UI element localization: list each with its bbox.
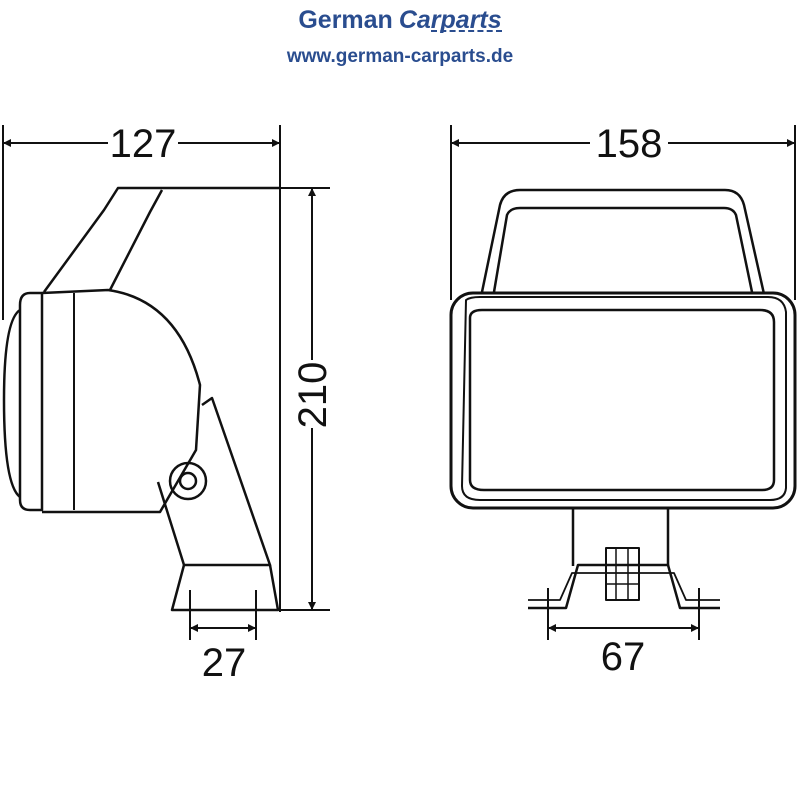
- dim-mount-width: 67: [547, 588, 700, 679]
- front-mount-bracket: [528, 563, 720, 610]
- dim-bracket-width-label: 27: [202, 641, 247, 685]
- pivot-bolt-inner: [178, 471, 198, 491]
- side-view: [2, 186, 280, 612]
- front-bolt-detail: [606, 548, 639, 600]
- dim-mount-width-label: 67: [601, 635, 646, 679]
- side-handle: [42, 186, 280, 293]
- side-bracket: [156, 396, 272, 567]
- dim-side-width: 127: [2, 122, 281, 612]
- brand-name-german: German: [298, 6, 393, 34]
- side-lens-rim: [18, 291, 44, 512]
- dim-side-height-label: 210: [291, 362, 335, 429]
- dim-side-width-label: 127: [110, 122, 177, 166]
- front-handle-outer: [480, 188, 766, 295]
- pivot-bolt-outer: [168, 461, 208, 501]
- side-housing-body: [41, 288, 202, 514]
- side-foot: [170, 564, 280, 612]
- front-handle-inner: [492, 206, 754, 293]
- dim-front-width: 158: [450, 122, 796, 300]
- front-bolt-nut: [605, 547, 640, 601]
- dim-side-height: 210: [280, 187, 335, 611]
- side-lens-front: [2, 308, 21, 498]
- front-mount-stem: [571, 508, 670, 566]
- front-view: [449, 188, 797, 610]
- dim-front-width-label: 158: [596, 122, 663, 166]
- brand-url[interactable]: www.german-carparts.de: [286, 46, 514, 67]
- front-lens: [468, 308, 776, 492]
- dim-bracket-width: 27: [189, 590, 257, 685]
- logo-underline: [430, 30, 502, 32]
- brand-name-carparts: Carparts: [398, 6, 502, 34]
- front-housing-inner-edge: [461, 296, 787, 501]
- front-housing: [449, 291, 797, 510]
- front-mount-bracket-lower: [528, 572, 720, 601]
